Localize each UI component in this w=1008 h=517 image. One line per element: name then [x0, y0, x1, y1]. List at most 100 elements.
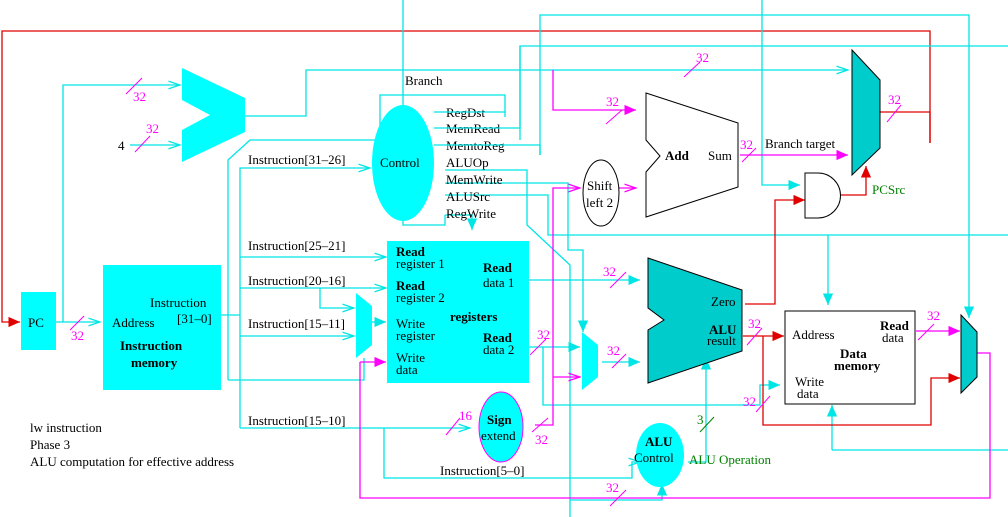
- memtoreg-wire: [539, 14, 975, 318]
- bus-width: 32: [133, 89, 146, 104]
- alu-result-a: ALU: [709, 322, 737, 337]
- bus-width-3: 3: [697, 412, 704, 427]
- reg-write-data-b: data: [396, 362, 418, 377]
- bus-width: 32: [607, 343, 620, 358]
- bus-width: 32: [927, 308, 940, 323]
- pc-next-wire: [1, 30, 931, 328]
- alu-operation-label: ALU Operation: [689, 452, 771, 467]
- aluop-to-aluctrl: [570, 484, 668, 501]
- branch-adder: [645, 92, 739, 218]
- reg-read-reg1-b: register 1: [396, 256, 445, 271]
- rt-to-mux-wire: [319, 288, 354, 308]
- im-name-2: memory: [131, 355, 178, 370]
- pc-to-adder-wire: [62, 85, 180, 322]
- bus-width: 32: [696, 50, 709, 65]
- slash: [125, 77, 143, 95]
- alu-control-2: Control: [634, 450, 674, 465]
- reg-write-reg-b: register: [396, 328, 436, 343]
- signal-alusrc: ALUSrc: [446, 189, 490, 204]
- aluop-wire: [445, 169, 571, 517]
- slash: [609, 489, 627, 507]
- caption-line-2: Phase 3: [30, 437, 70, 452]
- alu-control-unit: [636, 423, 684, 487]
- instruction-memory: [103, 265, 221, 390]
- reg-read-data2-a: Read: [483, 330, 513, 345]
- slash: [609, 271, 627, 289]
- bus-width: 16: [459, 408, 473, 423]
- alusrc-mux: [582, 332, 598, 390]
- caption-line-1: lw instruction: [30, 420, 102, 435]
- bus-width: 32: [535, 432, 548, 447]
- regdst-mux-ctrl: [228, 358, 365, 381]
- instr-31-26-wire: [239, 168, 370, 428]
- control-label: Control: [380, 155, 420, 170]
- pc4-to-add-wire: [552, 70, 636, 116]
- field-5-0: Instruction[5–0]: [440, 463, 524, 478]
- pc-source-mux: [851, 48, 881, 177]
- instr-5-0-wire: [383, 428, 640, 479]
- reg-read-reg2-b: register 2: [396, 290, 445, 305]
- memread-wire: [519, 45, 1008, 140]
- memtoreg-out-wire: [434, 144, 541, 155]
- bus-width: 32: [603, 264, 616, 279]
- alu: [647, 257, 743, 384]
- slash: [134, 135, 151, 153]
- alu-control-1: ALU: [645, 434, 673, 449]
- reg-write-data-a: Write: [396, 350, 425, 365]
- slash: [611, 353, 627, 369]
- bus-width: 32: [606, 94, 619, 109]
- reg-read-data1-b: data 1: [483, 275, 514, 290]
- im-address-label: Address: [112, 315, 155, 330]
- regwrite-wire: [445, 214, 478, 230]
- data-memory: [784, 310, 916, 405]
- adder-sum: Sum: [708, 148, 732, 163]
- dm-read-a: Read: [880, 318, 910, 333]
- signal-branch: Branch: [405, 73, 443, 88]
- bus-width: 32: [740, 137, 753, 152]
- alu-result-b: result: [707, 333, 736, 348]
- im-name-1: Instruction: [120, 338, 183, 353]
- bus-width: 32: [537, 327, 550, 342]
- shift-left-2: left 2: [586, 195, 613, 210]
- slash: [445, 417, 461, 436]
- signal-memwrite: MemWrite: [446, 172, 503, 187]
- alu-operation-wire: [688, 358, 712, 463]
- reg-read-data1-a: Read: [483, 260, 513, 275]
- field-31-26: Instruction[31–26]: [248, 152, 345, 167]
- branch-and-wire: [761, 0, 800, 191]
- pc-adder: [182, 68, 245, 162]
- alu-result-bypass-wire: [762, 336, 960, 426]
- pcsrc-wire: [835, 166, 872, 196]
- im-instruction-label: Instruction: [150, 295, 207, 310]
- write-data-wire: [542, 347, 780, 406]
- alu-zero-label: Zero: [711, 294, 736, 309]
- adder-name: Add: [665, 148, 690, 163]
- reg-read-reg2-a: Read: [396, 278, 426, 293]
- slash: [605, 109, 623, 125]
- slash: [683, 61, 701, 78]
- regdst-mux: [356, 293, 372, 358]
- slash: [917, 323, 935, 341]
- dm-write-a: Write: [795, 374, 824, 389]
- bus-width-markers: [69, 61, 935, 507]
- zero-wire: [745, 194, 805, 305]
- slash: [529, 338, 547, 356]
- slash: [741, 147, 757, 163]
- sign-extend-1: Sign: [487, 412, 512, 427]
- register-file: [387, 241, 529, 383]
- bus-width: 32: [146, 121, 159, 136]
- reg-read-reg1-a: Read: [396, 244, 426, 259]
- field-20-16: Instruction[20–16]: [248, 273, 345, 288]
- reg-name: registers: [450, 309, 497, 324]
- writeback-loop-wire: [359, 352, 991, 499]
- im-range-label: [31–0]: [177, 311, 212, 326]
- memtoreg-mux: [960, 313, 978, 395]
- reg-write-reg-a: Write: [396, 316, 425, 331]
- signal-regwrite: RegWrite: [446, 206, 496, 221]
- bus-width: 32: [748, 316, 761, 331]
- control-bottom-wire: [402, 215, 446, 226]
- bus-width: 32: [888, 92, 901, 107]
- dm-name-2: memory: [834, 358, 881, 373]
- memread-out-wire: [434, 46, 521, 129]
